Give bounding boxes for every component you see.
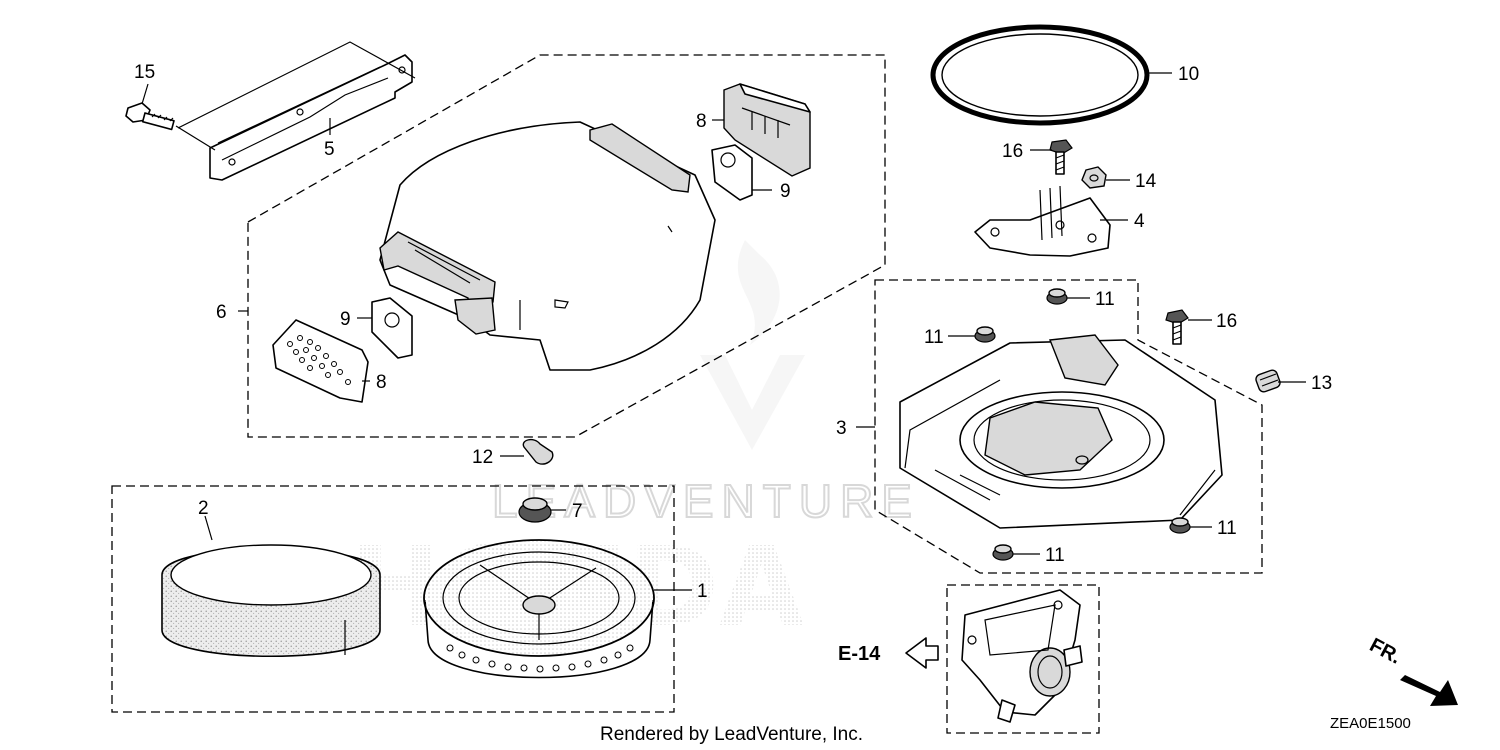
callout-14[interactable]: 14 [1135, 171, 1157, 192]
watermark-logo-mark [700, 240, 805, 450]
callout-1[interactable]: 1 [697, 581, 708, 602]
watermark-leadventure: LEADVENTURE [492, 475, 920, 527]
bracket-5[interactable] [209, 54, 413, 181]
callout-4[interactable]: 4 [1134, 211, 1145, 232]
leader-lines [141, 72, 1306, 591]
callout-6[interactable]: 6 [216, 302, 227, 323]
perforation-holes [287, 335, 351, 385]
callout-11-a[interactable]: 11 [1095, 289, 1115, 310]
callout-5[interactable]: 5 [324, 139, 335, 160]
front-direction-arrow-icon [1400, 675, 1458, 706]
reference-arrow-icon [905, 637, 939, 669]
callout-7[interactable]: 7 [572, 501, 583, 522]
air-cleaner-case-3[interactable] [899, 334, 1223, 529]
nut-14[interactable] [1081, 166, 1107, 189]
footer-credit: Rendered by LeadVenture, Inc. [600, 724, 863, 745]
callout-labels: 15 5 6 8 9 9 8 10 16 14 4 11 11 16 13 3 … [134, 62, 1332, 602]
callout-13[interactable]: 13 [1311, 373, 1332, 394]
callout-9-left[interactable]: 9 [340, 309, 351, 330]
plug-13[interactable] [1255, 369, 1282, 393]
group-boundary-case [874, 279, 1263, 574]
plate-4[interactable] [974, 185, 1111, 257]
callout-2[interactable]: 2 [198, 498, 209, 519]
diagram-code: ZEA0E1500 [1330, 715, 1411, 732]
clip-cover-8-top[interactable] [723, 83, 811, 177]
callout-16-right[interactable]: 16 [1216, 311, 1237, 332]
group-boundary-air-cleaner [111, 485, 675, 713]
cover-6[interactable] [379, 121, 716, 371]
gasket-10[interactable] [930, 24, 1150, 126]
elbow-reference-part[interactable] [961, 589, 1083, 723]
bolt-16-right[interactable] [1165, 309, 1189, 345]
callout-11-c[interactable]: 11 [1217, 518, 1237, 539]
grommet-11-d[interactable] [992, 544, 1014, 561]
filter-holes [446, 644, 634, 673]
callout-11-b[interactable]: 11 [924, 327, 944, 348]
grommet-11-c[interactable] [1169, 517, 1191, 534]
callout-9-top[interactable]: 9 [780, 181, 791, 202]
group-boundary-cover [247, 54, 886, 438]
air-filter-element-1[interactable] [423, 539, 655, 679]
callout-8-top[interactable]: 8 [696, 111, 707, 132]
callout-11-d[interactable]: 11 [1045, 545, 1065, 566]
foam-element-2[interactable] [161, 544, 381, 657]
callout-15[interactable]: 15 [134, 62, 155, 83]
bolt-15[interactable] [125, 102, 175, 131]
leader-15 [175, 41, 416, 151]
callout-8-left[interactable]: 8 [376, 372, 387, 393]
reference-e14-label[interactable]: E-14 [838, 643, 881, 665]
clip-cover-8-left[interactable] [272, 319, 369, 403]
callout-3[interactable]: 3 [836, 418, 847, 439]
front-direction-label: FR. [1366, 634, 1405, 669]
grommet-11-b[interactable] [974, 326, 996, 343]
callout-10[interactable]: 10 [1178, 64, 1199, 85]
clip-9-top[interactable] [711, 144, 753, 201]
grommet-11-a[interactable] [1046, 288, 1068, 305]
bolt-16-top[interactable] [1049, 139, 1073, 175]
group-boundary-elbow [946, 584, 1100, 734]
clip-12[interactable] [522, 438, 554, 465]
callout-16-top[interactable]: 16 [1002, 141, 1023, 162]
clip-9-left[interactable] [371, 297, 413, 359]
grommet-7[interactable] [518, 497, 552, 523]
callout-12[interactable]: 12 [472, 447, 493, 468]
